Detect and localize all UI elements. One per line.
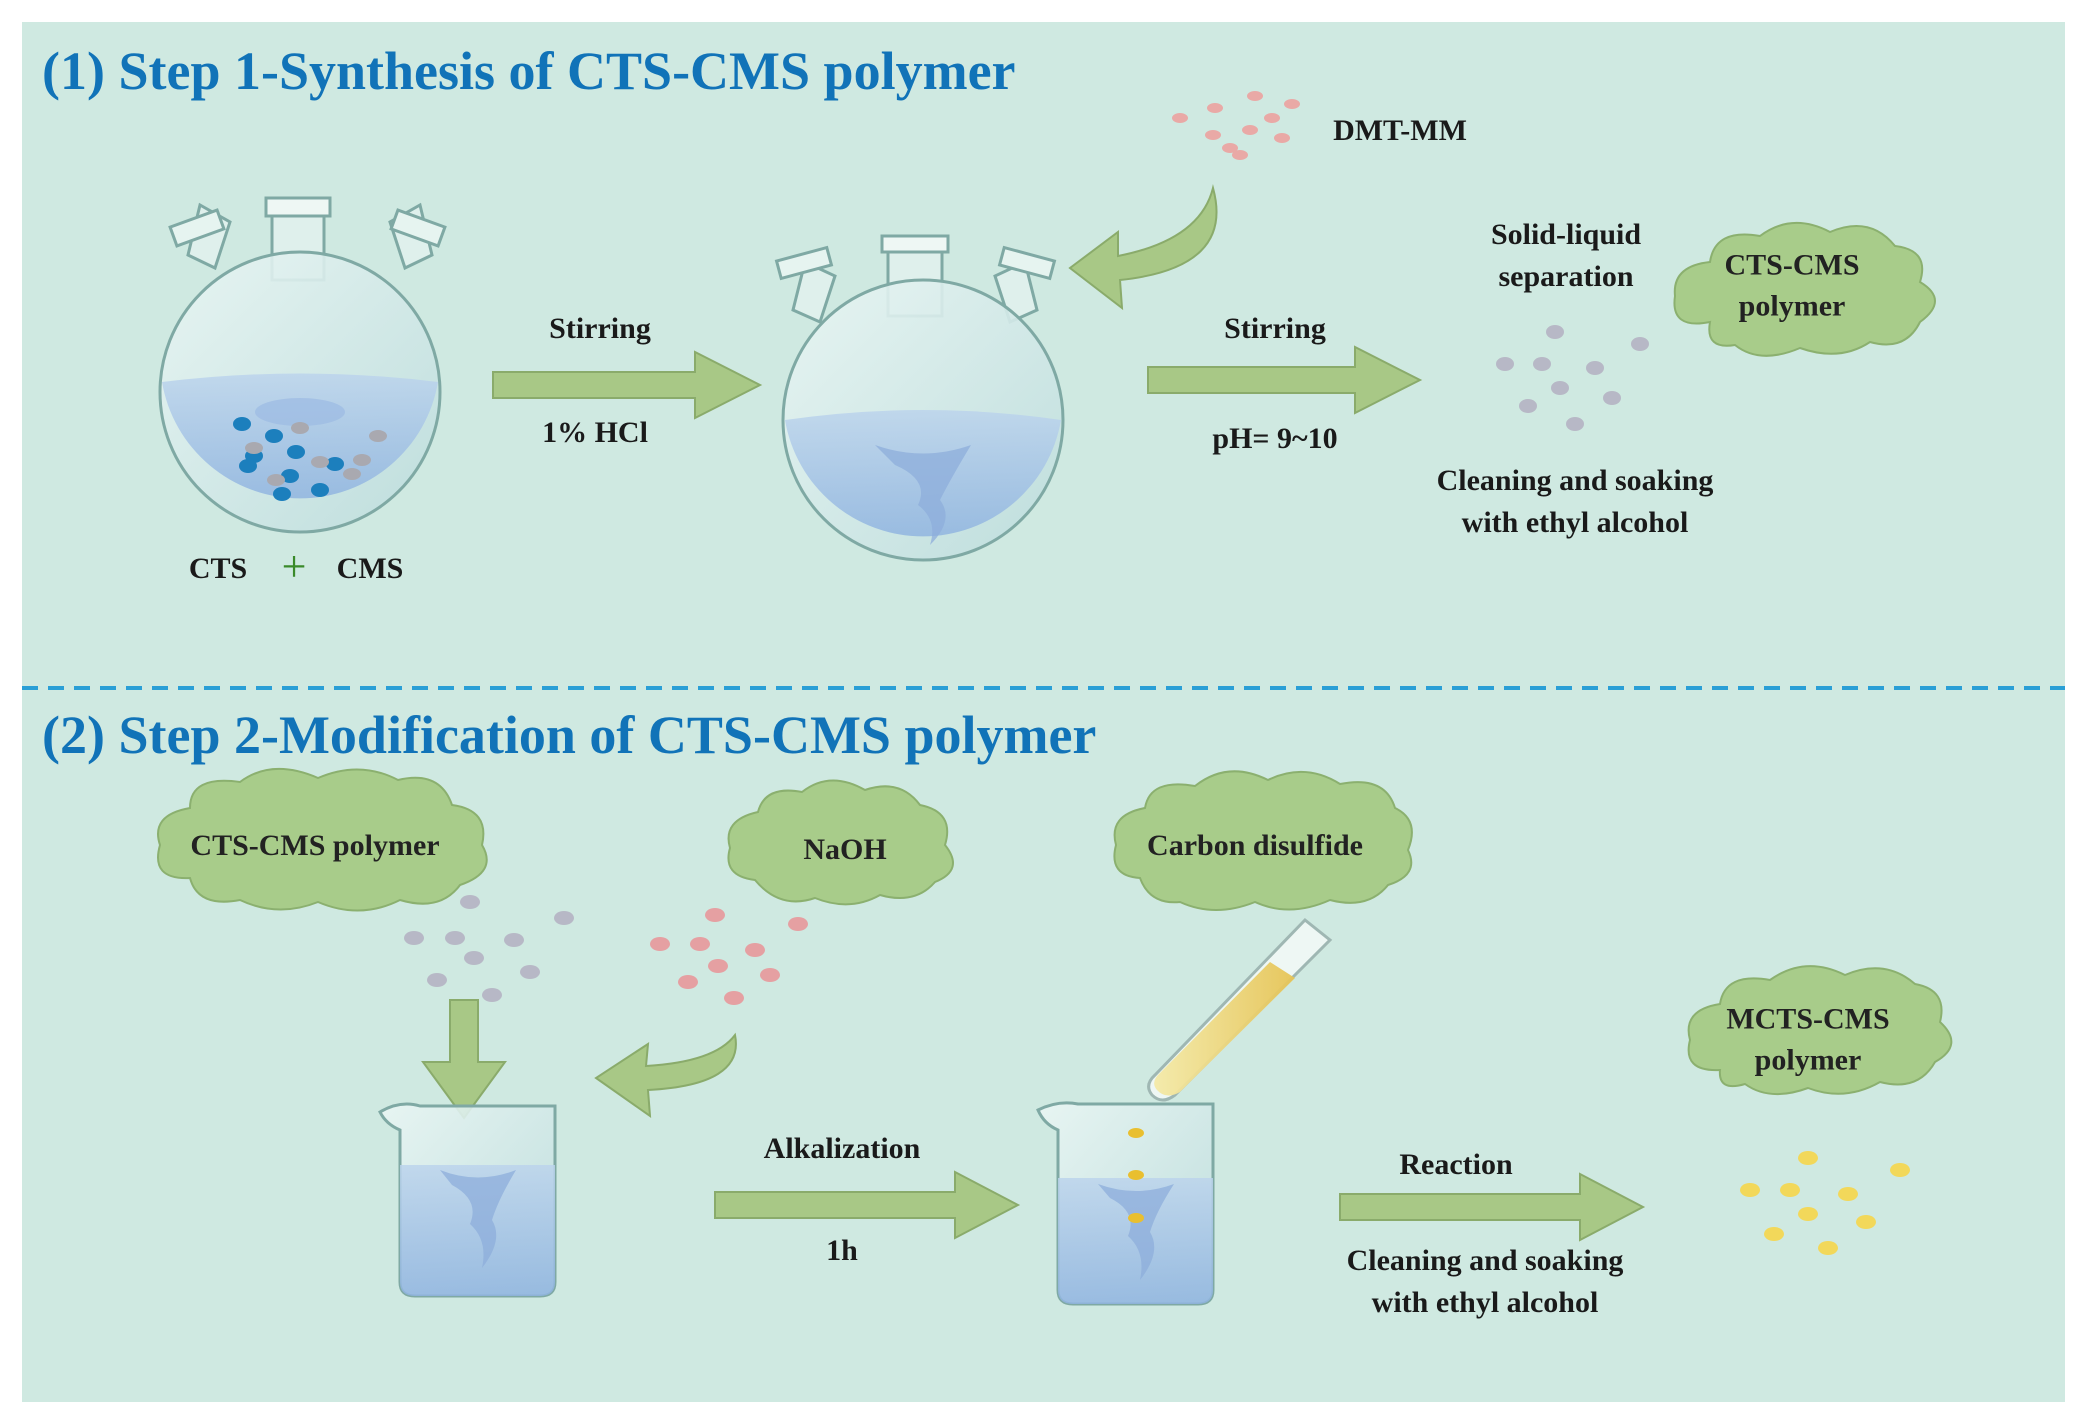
dmt-mm-particles	[1172, 91, 1300, 160]
product-line-1: MCTS-CMS	[1726, 1002, 1890, 1036]
curved-arrow-naoh	[594, 1032, 737, 1119]
vortex	[440, 1170, 516, 1268]
three-neck-flask-1	[158, 196, 447, 534]
three-neck-flask-2	[774, 234, 1065, 562]
time-label: 1h	[826, 1234, 858, 1267]
step2-title: (2) Step 2-Modification of CTS-CMS polym…	[42, 705, 1097, 765]
cms-label: CMS	[336, 552, 404, 585]
cloud-naoh-label: NaOH	[803, 832, 887, 866]
product-line-2: polymer	[1754, 1043, 1862, 1076]
plus-sign: +	[281, 542, 307, 591]
product-line-2: polymer	[1738, 289, 1846, 322]
cloud-carbon-disulfide	[1113, 770, 1413, 911]
arrow-stirring-1	[492, 350, 763, 420]
beaker-2	[1036, 1101, 1215, 1306]
reaction-label: Reaction	[1399, 1148, 1513, 1181]
cloud-cs2-label: Carbon disulfide	[1147, 828, 1363, 862]
cleaning-line-1: Cleaning and soaking	[1436, 464, 1714, 497]
cloud-polymer-label: CTS-CMS polymer	[190, 828, 440, 862]
step1-title: (1) Step 1-Synthesis of CTS-CMS polymer	[42, 41, 1016, 101]
arrow-reaction	[1339, 1172, 1646, 1242]
product-line-1: CTS-CMS	[1724, 248, 1860, 282]
cts-label: CTS	[188, 552, 248, 585]
separation-label: Solid-liquid separation	[1491, 214, 1641, 298]
cms-particles	[245, 422, 387, 486]
separation-line-1: Solid-liquid	[1490, 218, 1642, 251]
arrow-alkalization	[714, 1170, 1021, 1240]
vortex	[875, 445, 971, 545]
dmt-mm-label: DMT-MM	[1333, 114, 1467, 147]
alkalization-label: Alkalization	[763, 1132, 921, 1165]
test-tube	[1147, 917, 1333, 1102]
cleaning-line-2: with ethyl alcohol	[1461, 506, 1689, 539]
vortex	[1098, 1184, 1174, 1280]
ph-label: pH= 9~10	[1212, 422, 1338, 455]
cleaning-line-2: with ethyl alcohol	[1371, 1286, 1599, 1319]
beaker-1	[378, 1102, 557, 1298]
cleaning-label-step1: Cleaning and soaking with ethyl alcohol	[1437, 460, 1714, 544]
naoh-particles	[650, 908, 808, 1005]
curved-arrow-dmt	[1068, 184, 1218, 311]
cloud-cts-cms-polymer-step1	[1673, 221, 1936, 357]
product-label-step1: CTS-CMS polymer	[1724, 246, 1859, 327]
cloud-naoh	[727, 779, 954, 906]
hcl-label: 1% HCl	[542, 416, 648, 449]
cs2-drops	[1128, 1128, 1144, 1223]
arrow-down-polymer	[421, 999, 507, 1120]
stirring-label-2: Stirring	[1224, 312, 1326, 345]
polymer-particles-step2	[404, 895, 574, 1002]
cleaning-line-1: Cleaning and soaking	[1346, 1244, 1624, 1277]
stirring-label-1: Stirring	[549, 312, 651, 345]
product-label-step2: MCTS-CMS polymer	[1726, 1000, 1889, 1081]
cts-cms-polymer-particles	[1496, 325, 1649, 431]
separation-line-2: separation	[1498, 260, 1634, 293]
cleaning-label-step2: Cleaning and soaking with ethyl alcohol	[1347, 1240, 1624, 1324]
cloud-mcts-cms-polymer	[1687, 965, 1953, 1096]
mcts-cms-particles	[1740, 1151, 1910, 1255]
arrow-stirring-2	[1147, 345, 1423, 415]
cloud-cts-cms-polymer	[157, 768, 488, 912]
